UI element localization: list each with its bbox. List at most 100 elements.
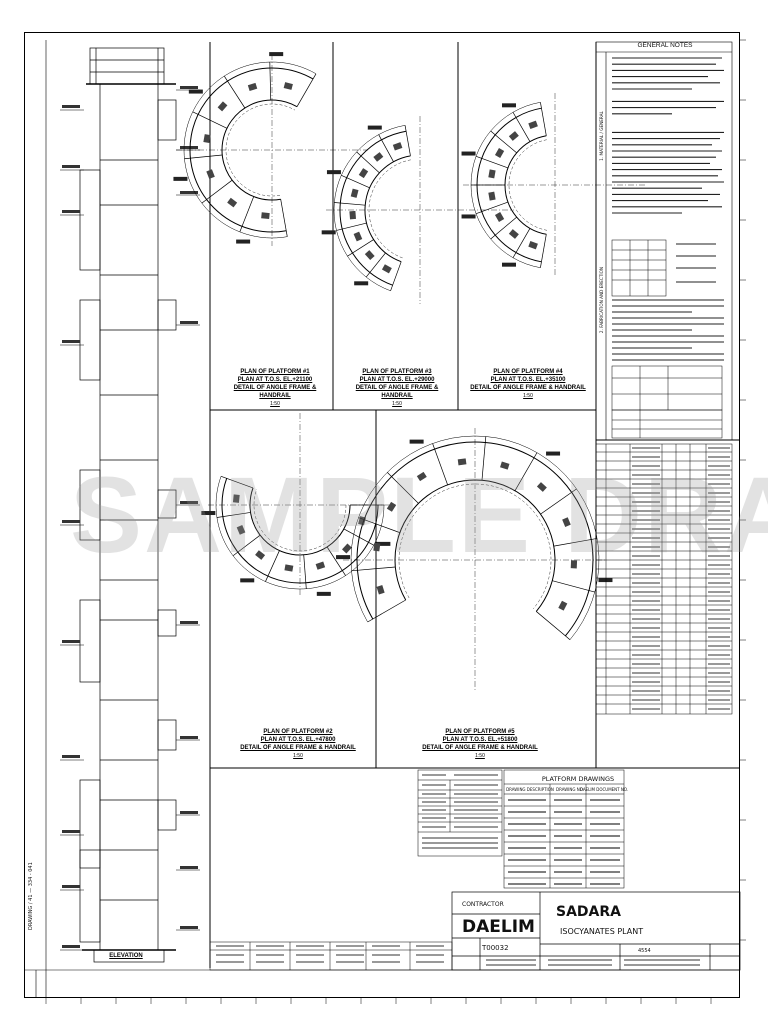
handrail-line [183, 61, 317, 239]
radial-bracket [514, 452, 538, 491]
caption-elevation: ELEVATION [96, 952, 156, 960]
level-label [62, 830, 80, 833]
dimension-label [201, 511, 216, 516]
radial-bracket [553, 538, 598, 547]
nozzle-side-right [157, 609, 177, 637]
pd-header-2: DRAWING NO. [556, 787, 584, 792]
radial-bracket [475, 201, 509, 215]
grating-panel [373, 152, 384, 162]
caption-platform-3: PLAN OF PLATFORM #3 PLAN AT T.O.S. EL.+2… [340, 368, 454, 408]
radial-bracket [351, 566, 396, 572]
shell-line [398, 483, 552, 609]
level-label [180, 866, 198, 869]
grating-panel [508, 131, 519, 141]
dimension-label [354, 281, 369, 286]
platform-inner-edge [221, 99, 298, 201]
elevation-title: ELEVATION [109, 953, 143, 959]
grating-panel [508, 229, 519, 239]
radial-bracket [269, 62, 272, 101]
radial-bracket [475, 155, 509, 169]
handrail-line [333, 125, 406, 292]
general-notes-text [612, 57, 724, 361]
nozzle-side-right [157, 719, 177, 751]
radial-bracket [336, 222, 367, 231]
plan-platform-1-drawing [173, 52, 368, 246]
level-label [62, 945, 80, 948]
level-label [180, 736, 198, 739]
pd-header-3: DAELIM DOCUMENT NO. [580, 787, 628, 792]
grating-panel [283, 82, 293, 90]
grating-panel [528, 120, 538, 130]
grating-panel [247, 82, 258, 91]
table-frame [595, 443, 733, 715]
grating-panel [255, 550, 266, 560]
dimension-label [316, 591, 331, 596]
dimension-label [336, 555, 351, 560]
radial-bracket [216, 512, 251, 518]
drawing-sheet-border [24, 32, 740, 998]
notes-section-1: 1. MATERIAL / GENERAL [599, 110, 604, 160]
radial-bracket [512, 112, 531, 142]
handrail-line [215, 476, 385, 590]
grating-panel [358, 168, 369, 179]
level-label [180, 621, 198, 624]
radial-bracket [341, 175, 370, 189]
nozzle-side-right [157, 99, 177, 141]
grating-panel [364, 250, 375, 261]
unit-number: 4554 [638, 948, 651, 954]
right-zone-ticks [740, 39, 746, 941]
general-notes-title: GENERAL NOTES [637, 42, 693, 49]
caption-title: PLAN OF PLATFORM #5 [445, 729, 515, 735]
grating-panel [392, 142, 403, 151]
dimension-label [409, 439, 424, 444]
dimension-label [546, 451, 561, 456]
radial-bracket [232, 534, 261, 556]
caption-sub2: DETAIL OF ANGLE FRAME & HANDRAIL [470, 385, 586, 391]
plan-platform-5-drawing [336, 428, 613, 692]
radial-bracket [540, 488, 577, 515]
radial-bracket [265, 550, 280, 582]
radial-bracket [223, 75, 246, 109]
dimension-label [502, 262, 516, 267]
shell-line [225, 103, 296, 197]
grating-panel [315, 561, 326, 570]
caption-sub1: PLAN AT T.O.S. EL.+35100 [490, 377, 566, 383]
dimension-label [461, 151, 476, 156]
grating-panel [261, 212, 270, 220]
caption-sub1: PLAN AT T.O.S. EL.+21100 [237, 377, 313, 383]
grating-panel [376, 585, 385, 595]
column-elevation [79, 47, 177, 963]
dimension-label [367, 125, 382, 130]
nozzle-side-right [157, 489, 177, 519]
level-label [180, 146, 198, 149]
grating-panel [488, 169, 496, 179]
caption-sub2: DETAIL OF ANGLE FRAME & HANDRAIL [422, 745, 538, 751]
grating-panel [381, 264, 392, 274]
grating-panel [206, 169, 215, 179]
table-frame [503, 769, 625, 889]
level-label [62, 165, 80, 168]
platform-drawings-table [503, 769, 625, 889]
grating-panel [232, 494, 240, 503]
level-label [62, 210, 80, 213]
level-label [180, 501, 198, 504]
bottom-zone-ticks [45, 998, 712, 1004]
radial-bracket [490, 130, 517, 154]
platform-inner-edge [394, 479, 556, 612]
radial-bracket [334, 202, 366, 206]
grating-panel [341, 543, 352, 554]
caption-sub2: DETAIL OF ANGLE FRAME & HANDRAIL [355, 385, 439, 399]
notes-section-2: 2. FABRICATION AND ERECTION [599, 267, 604, 333]
dimension-label [188, 89, 203, 94]
radial-bracket [303, 554, 307, 589]
caption-scale: 1:50 [475, 753, 485, 759]
radial-bracket [220, 475, 254, 489]
level-label [62, 520, 80, 523]
caption-platform-4: PLAN OF PLATFORM #4 PLAN AT T.O.S. EL.+3… [464, 368, 592, 400]
nozzle-side-right [157, 299, 177, 331]
level-label [62, 105, 80, 108]
grating-panel [494, 212, 505, 222]
grating-panel [536, 482, 547, 492]
radial-bracket [512, 228, 531, 258]
